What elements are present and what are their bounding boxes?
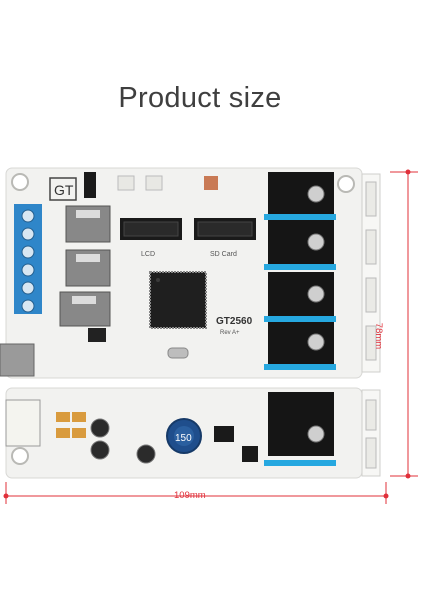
width-dimension-line <box>3 482 389 504</box>
height-dimension-label: 78mm <box>373 322 384 350</box>
page-title: Product size <box>118 82 282 114</box>
power-connector <box>5 399 41 447</box>
board-upper-section: GT LCD SD C <box>0 167 381 379</box>
width-dimension-label: 109mm <box>174 490 206 501</box>
usb-connector <box>0 343 35 377</box>
stepper-drivers-upper <box>264 172 336 370</box>
mounting-hole <box>11 173 29 191</box>
pin-header <box>84 172 96 198</box>
endstop-connectors <box>361 173 381 373</box>
inductor-marking: 150 <box>175 433 192 444</box>
sd-label: SD Card <box>210 251 237 258</box>
board-model-label: GT2560 <box>216 316 253 327</box>
gt-logo-text: GT <box>54 182 74 198</box>
small-chip <box>88 328 106 342</box>
board-revision-label: Rev A+ <box>220 330 240 336</box>
screw-terminal-block <box>14 204 42 314</box>
board-photo: GT LCD SD C <box>0 167 418 504</box>
board-lower-section: 150 <box>5 387 381 479</box>
mounting-hole <box>11 447 29 465</box>
mosfet-group <box>59 205 111 327</box>
gt-logo <box>49 177 77 201</box>
height-dimension-line <box>390 169 418 479</box>
lcd-label: LCD <box>141 251 155 258</box>
mounting-hole <box>337 175 355 193</box>
